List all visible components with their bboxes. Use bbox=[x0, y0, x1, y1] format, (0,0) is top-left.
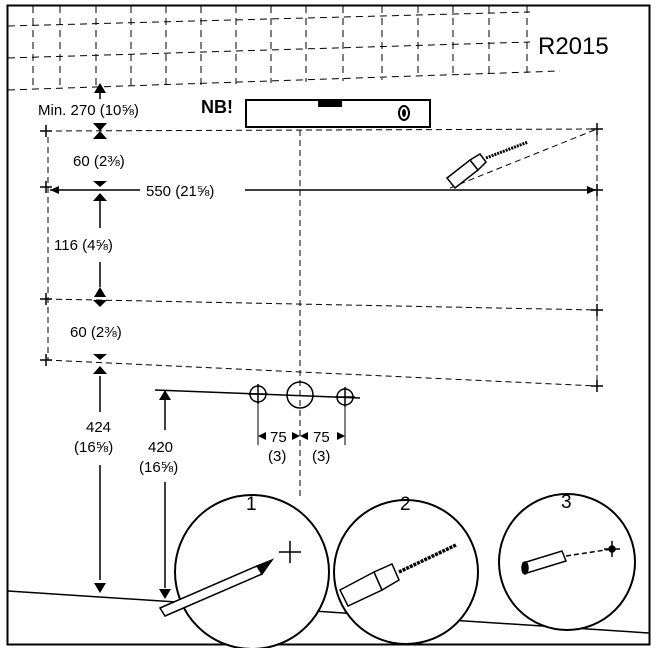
spacing-top-label: 60 (2⅜) bbox=[73, 153, 125, 170]
step-3-panel: 3 bbox=[498, 492, 636, 631]
spacing-middle-label: 116 (4⅝) bbox=[54, 237, 113, 254]
floor-height-outer-value: 424 bbox=[86, 419, 111, 436]
hole-spacing-left-inch: (3) bbox=[268, 448, 286, 465]
mounting-guide-lines bbox=[45, 128, 598, 500]
drill-point-marks bbox=[40, 123, 603, 392]
step-3-number: 3 bbox=[561, 492, 572, 513]
pencil-marking-icon bbox=[158, 541, 301, 617]
model-code: R2015 bbox=[538, 33, 609, 60]
step-1-panel: 1 bbox=[158, 494, 330, 648]
hole-spacing-right-value: 75 bbox=[313, 429, 330, 446]
floor-height-outer-inch: (16⅝) bbox=[74, 439, 113, 456]
hole-spacing-markers bbox=[258, 432, 345, 440]
width-label: 550 (21⅝) bbox=[146, 183, 214, 200]
min-height-label: Min. 270 (10⅝) bbox=[38, 102, 139, 119]
diagram-frame bbox=[6, 4, 651, 646]
mounting-holes bbox=[154, 381, 361, 445]
drill-icon bbox=[339, 543, 457, 607]
hole-spacing-left-value: 75 bbox=[270, 429, 287, 446]
step-2-panel: 2 bbox=[333, 494, 479, 645]
left-dimension-markers bbox=[93, 123, 107, 374]
floor-height-inner-value: 420 bbox=[148, 439, 173, 456]
hole-spacing-right-inch: (3) bbox=[312, 448, 330, 465]
step-2-number: 2 bbox=[400, 494, 411, 515]
step-1-number: 1 bbox=[246, 494, 257, 515]
floor-height-inner-inch: (16⅝) bbox=[139, 459, 178, 476]
spacing-bottom-label: 60 (2⅜) bbox=[70, 324, 122, 341]
drill-sketch-icon bbox=[445, 140, 529, 190]
wall-plug-icon bbox=[521, 541, 620, 575]
wall-tiles bbox=[7, 6, 561, 91]
warning-label: NB! bbox=[201, 97, 233, 117]
min-height-arrow bbox=[94, 83, 106, 93]
spirit-level-icon bbox=[245, 99, 431, 128]
